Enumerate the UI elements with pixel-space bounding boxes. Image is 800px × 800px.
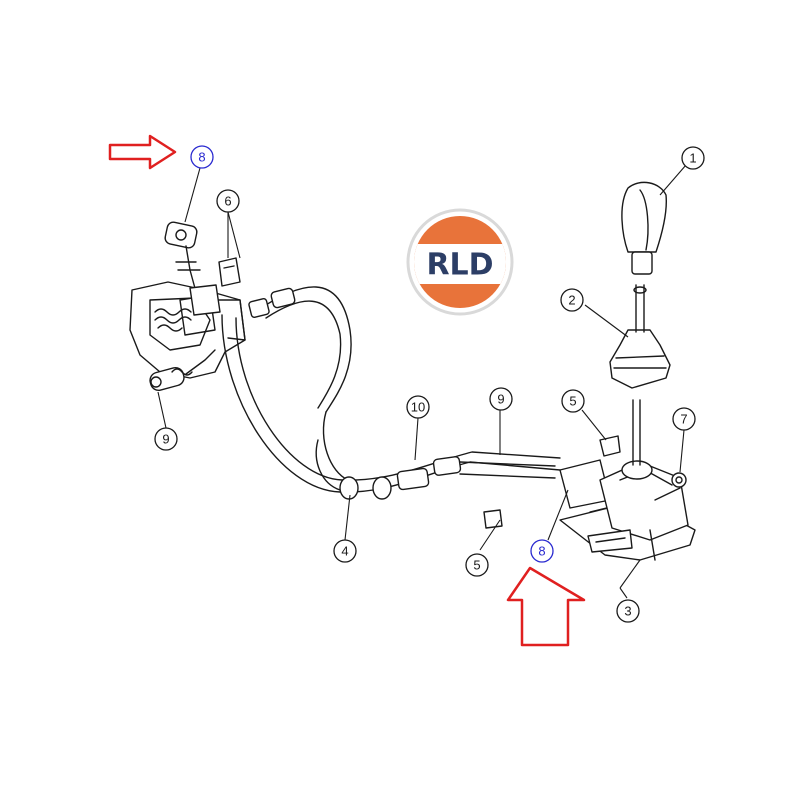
- callout-2: 2: [560, 288, 584, 312]
- callout-1: 1: [681, 146, 705, 170]
- callout-1-label: 1: [689, 151, 696, 166]
- callout-6-label: 6: [224, 194, 231, 209]
- cable-clip-6-assembly: [189, 257, 241, 316]
- callout-3: 3: [616, 599, 640, 623]
- callout-7-label: 7: [680, 412, 687, 427]
- callout-4: 4: [333, 539, 357, 563]
- callout-9-left: 9: [154, 427, 178, 451]
- callout-9-right: 9: [489, 387, 513, 411]
- callout-5-lower: 5: [465, 553, 489, 577]
- callout-8-bottom-label: 8: [538, 544, 545, 559]
- callout-10-label: 10: [411, 400, 425, 415]
- callout-2-label: 2: [568, 293, 575, 308]
- callout-5-upper: 5: [561, 389, 585, 413]
- callout-5-upper-label: 5: [569, 394, 576, 409]
- callout-4-label: 4: [341, 544, 348, 559]
- shifter-housing-assembly: [559, 399, 696, 561]
- callout-6: 6: [216, 189, 240, 213]
- rld-logo: RLD: [406, 208, 514, 316]
- cable-end-eye-top: [164, 221, 198, 249]
- callout-9-left-label: 9: [162, 432, 169, 447]
- callout-9-right-label: 9: [497, 392, 504, 407]
- callout-10: 10: [406, 395, 430, 419]
- callout-3-label: 3: [624, 604, 631, 619]
- highlight-arrow-left: [108, 134, 177, 170]
- callout-8-bottom: 8: [530, 539, 554, 563]
- clip-5-lower: [483, 509, 503, 529]
- highlight-arrow-bottom: [506, 566, 586, 647]
- callout-5-lower-label: 5: [473, 558, 480, 573]
- callout-8-left-label: 8: [198, 150, 205, 165]
- logo-white-band: [414, 244, 506, 284]
- leader-lines: [157, 164, 687, 599]
- shift-knob: [621, 181, 668, 275]
- shift-cables: [221, 286, 561, 500]
- callout-7: 7: [672, 407, 696, 431]
- shift-boot: [609, 284, 671, 389]
- logo-text: RLD: [426, 248, 493, 283]
- clip-5-upper: [599, 435, 621, 457]
- callout-8-left: 8: [190, 145, 214, 169]
